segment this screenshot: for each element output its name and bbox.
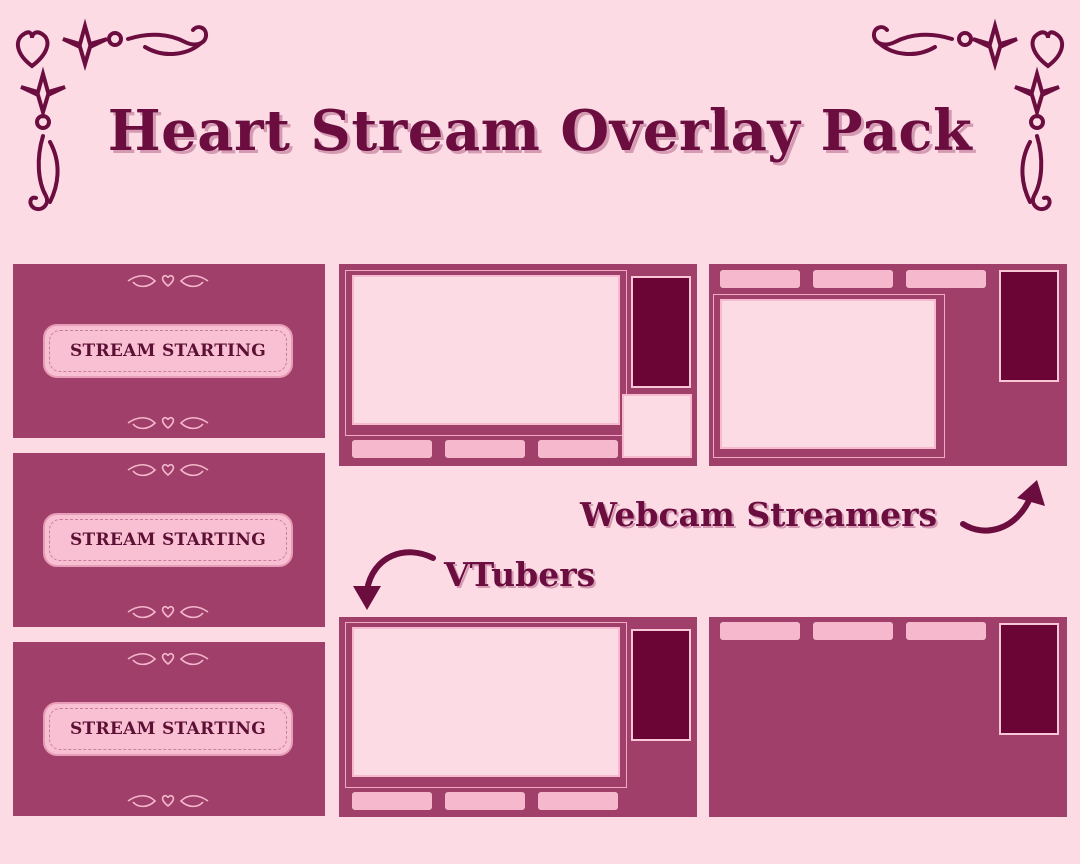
info-tab [720, 622, 800, 640]
info-tab [352, 440, 432, 458]
info-tab [906, 270, 986, 288]
overlay-preview-vtuber-2 [709, 617, 1067, 817]
stream-starting-label: STREAM STARTING [69, 719, 267, 739]
info-tab [445, 440, 525, 458]
decorative-frame [345, 622, 627, 788]
corner-ornament-top-left [15, 18, 209, 211]
overlay-preview-webcam-2 [709, 264, 1067, 466]
vtuber-area [352, 627, 620, 777]
curved-arrow-icon [353, 549, 436, 610]
starting-screen-panel-3: STREAM STARTING [13, 642, 325, 816]
swirl-ornament-icon [127, 652, 209, 666]
starting-screen-panel-2: STREAM STARTING [13, 453, 325, 627]
webcam-area [720, 299, 936, 449]
starting-screen-panel-1: STREAM STARTING [13, 264, 325, 438]
chat-box [631, 629, 691, 741]
swirl-ornament-icon [127, 463, 209, 477]
info-tab [352, 792, 432, 810]
stream-starting-button: STREAM STARTING [43, 513, 293, 567]
info-tab [906, 622, 986, 640]
info-tab [720, 270, 800, 288]
stream-starting-label: STREAM STARTING [69, 530, 267, 550]
vtubers-label: VTubers [444, 555, 596, 594]
stream-starting-button: STREAM STARTING [43, 324, 293, 378]
info-tab [538, 440, 618, 458]
chat-box [999, 623, 1059, 735]
webcam-area [352, 275, 620, 425]
decorative-frame [345, 270, 627, 436]
stream-starting-button: STREAM STARTING [43, 702, 293, 756]
overlay-preview-vtuber-1 [339, 617, 697, 817]
swirl-ornament-icon [127, 274, 209, 288]
page-title: Heart Stream Overlay Pack [107, 98, 973, 164]
corner-ornament-top-right [871, 18, 1065, 211]
curved-arrow-icon [960, 480, 1045, 534]
swirl-ornament-icon [127, 416, 209, 430]
info-tab [445, 792, 525, 810]
stream-starting-label: STREAM STARTING [69, 341, 267, 361]
small-cam-area [622, 394, 692, 458]
webcam-streamers-label: Webcam Streamers [580, 495, 938, 534]
info-tab [813, 270, 893, 288]
swirl-ornament-icon [127, 794, 209, 808]
info-tab [813, 622, 893, 640]
chat-box [999, 270, 1059, 382]
chat-box [631, 276, 691, 388]
info-tab [538, 792, 618, 810]
overlay-preview-webcam-1 [339, 264, 697, 466]
decorative-frame [713, 294, 945, 458]
swirl-ornament-icon [127, 605, 209, 619]
